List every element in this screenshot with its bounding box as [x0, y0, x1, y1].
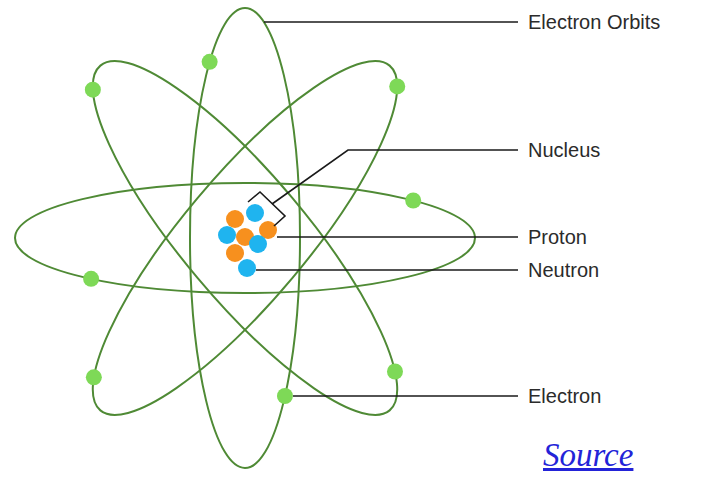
neutron-dot: [246, 204, 264, 222]
electron-dot: [86, 369, 102, 385]
nucleus-label: Nucleus: [528, 138, 600, 162]
orbit-label: Electron Orbits: [528, 10, 660, 34]
nucleus-bracket: [248, 192, 285, 226]
leader-group: [248, 22, 518, 396]
electron-orbit: [15, 183, 475, 293]
orbit-group: [15, 8, 475, 468]
leader-line: [293, 395, 518, 397]
nucleus-group: [218, 204, 277, 277]
neutron-dot: [238, 259, 256, 277]
electron-dot: [389, 78, 405, 94]
leader-line: [277, 236, 518, 238]
proton-label: Proton: [528, 225, 587, 249]
proton-dot: [226, 210, 244, 228]
electron-orbit: [53, 26, 437, 450]
electron-dot: [202, 54, 218, 70]
neutron-label: Neutron: [528, 258, 599, 282]
electron-group: [83, 54, 421, 404]
electron-dot: [85, 82, 101, 98]
leader-line: [256, 269, 518, 271]
leader-line: [264, 21, 518, 23]
electron-dot: [405, 192, 421, 208]
electron-orbit: [53, 26, 437, 450]
leader-line: [272, 150, 518, 204]
electron-label: Electron: [528, 384, 601, 408]
electron-dot: [277, 388, 293, 404]
neutron-dot: [218, 226, 236, 244]
proton-dot: [226, 244, 244, 262]
electron-dot: [387, 363, 403, 379]
neutron-dot: [249, 235, 267, 253]
electron-orbit: [190, 8, 300, 468]
source-link: Source: [543, 436, 633, 474]
electron-dot: [83, 271, 99, 287]
